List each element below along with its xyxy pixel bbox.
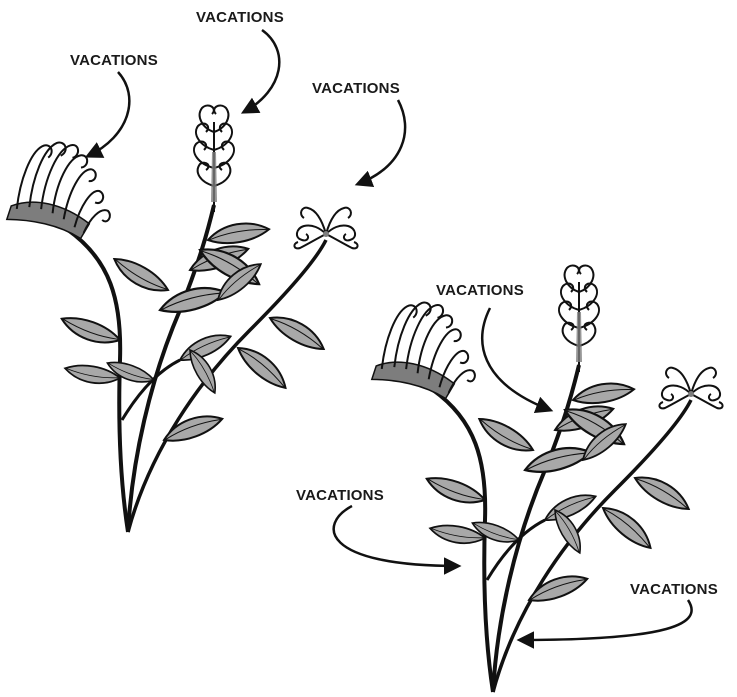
label-middle-right: VACATIONS — [436, 282, 524, 299]
arrow-top-right — [358, 100, 405, 184]
label-lower-right: VACATIONS — [630, 581, 718, 598]
plant-left — [6, 106, 358, 532]
arrow-middle-right — [482, 308, 550, 410]
arrow-top-center — [244, 30, 279, 112]
arrow-top-left — [88, 72, 129, 156]
label-top-right: VACATIONS — [312, 80, 400, 97]
label-top-left: VACATIONS — [70, 52, 158, 69]
label-top-center: VACATIONS — [196, 9, 284, 26]
label-lower-left: VACATIONS — [296, 487, 384, 504]
arrow-lower-right — [520, 600, 692, 640]
